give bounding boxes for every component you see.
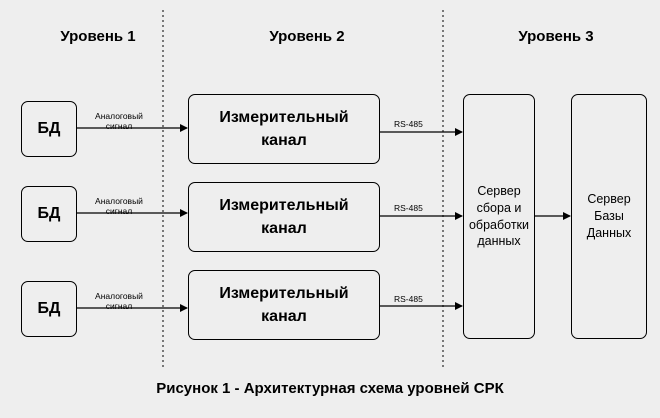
rs485-label-3: RS-485: [394, 294, 423, 304]
signal-label-1: Аналоговый сигнал: [95, 111, 143, 132]
rs485-label-2: RS-485: [394, 203, 423, 213]
level-2-heading: Уровень 2: [269, 28, 345, 45]
measuring-channel-3: Измерительный канал: [188, 270, 380, 340]
signal-label-3: Аналоговый сигнал: [95, 291, 143, 312]
collection-server-block: Сервер сбора и обработки данных: [463, 94, 535, 339]
detector-block-3: БД: [21, 281, 77, 337]
detector-block-2: БД: [21, 186, 77, 242]
signal-label-2: Аналоговый сигнал: [95, 196, 143, 217]
rs485-label-1: RS-485: [394, 119, 423, 129]
measuring-channel-2: Измерительный канал: [188, 182, 380, 252]
level-3-heading: Уровень 3: [518, 28, 594, 45]
database-server-block: Сервер Базы Данных: [571, 94, 647, 339]
detector-block-1: БД: [21, 101, 77, 157]
level-1-heading: Уровень 1: [60, 28, 136, 45]
measuring-channel-1: Измерительный канал: [188, 94, 380, 164]
figure-caption: Рисунок 1 - Архитектурная схема уровней …: [156, 380, 504, 397]
